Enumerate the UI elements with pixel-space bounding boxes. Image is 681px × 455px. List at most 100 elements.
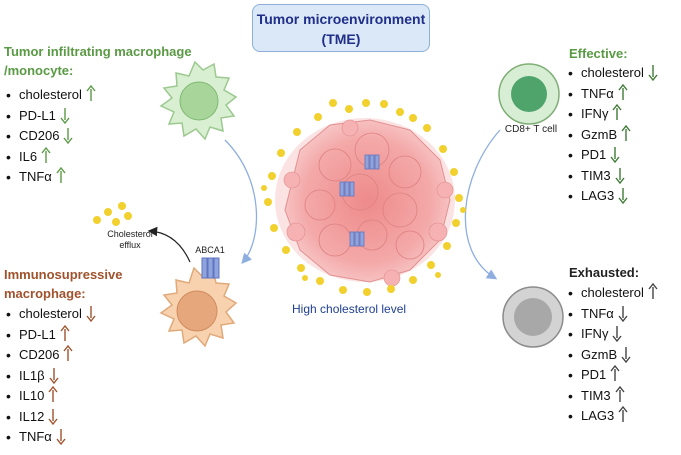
up-arrow-icon xyxy=(615,385,625,402)
marker-item: LAG3 xyxy=(568,186,658,207)
tam-title-line-2: /monocyte: xyxy=(4,63,74,78)
marker-item: PD1 xyxy=(568,145,658,166)
marker-label: GzmB xyxy=(581,346,618,362)
marker-item: cholesterol xyxy=(568,63,658,84)
exhausted-marker-list: cholesterolTNFαIFNγGzmB PD1TIM3LAG3 xyxy=(568,283,658,427)
marker-label: CD206 xyxy=(19,128,60,143)
marker-label: PD-L1 xyxy=(19,107,56,123)
exhausted-title: Exhausted: xyxy=(569,265,640,280)
down-arrow-icon xyxy=(610,147,620,163)
marker-item: TIM3 xyxy=(568,385,658,407)
marker-label: IL6 xyxy=(19,148,38,164)
efflux-cholesterol-dots xyxy=(93,202,132,226)
marker-item: cholesterol xyxy=(6,304,96,325)
down-arrow-icon xyxy=(621,346,631,363)
immuno-title: Immunosupressive macrophage: xyxy=(4,265,123,303)
down-arrow-icon xyxy=(60,107,70,124)
up-arrow-icon xyxy=(60,324,70,341)
marker-label: IL12 xyxy=(19,408,45,424)
marker-label: cholesterol xyxy=(581,285,644,300)
marker-label: cholesterol xyxy=(19,306,82,321)
down-arrow-icon xyxy=(618,305,628,322)
marker-label: IL1β xyxy=(19,367,45,383)
marker-label: PD1 xyxy=(581,147,607,162)
up-arrow-icon xyxy=(618,406,628,422)
efflux-label-line-2: efflux xyxy=(119,240,141,250)
up-arrow-icon xyxy=(56,167,66,183)
green-macrophage-icon xyxy=(159,60,238,141)
marker-label: cholesterol xyxy=(581,65,644,80)
immuno-title-line-2: macrophage: xyxy=(4,286,86,301)
down-arrow-icon xyxy=(48,408,58,425)
marker-label: IFNγ xyxy=(581,106,609,121)
title-line-2: (TME) xyxy=(321,31,361,47)
efflux-label-line-1: Cholesterol xyxy=(107,229,153,239)
cd8-tcell-effective-icon xyxy=(498,63,560,125)
marker-label: PD1 xyxy=(581,367,607,382)
up-arrow-icon xyxy=(48,386,58,402)
marker-item: PD-L1 xyxy=(6,324,96,346)
marker-label: IL10 xyxy=(19,388,45,403)
marker-item: TIM3 xyxy=(568,166,658,187)
marker-item: cholesterol xyxy=(6,85,96,106)
up-arrow-icon xyxy=(621,124,631,141)
up-arrow-icon xyxy=(648,283,658,299)
cd8-tcell-label: CD8+ T cell xyxy=(504,124,558,135)
marker-item: CD206 xyxy=(6,126,96,147)
down-arrow-icon xyxy=(648,65,658,81)
tcell-transition-arrow xyxy=(464,129,501,280)
marker-label: TNFα xyxy=(581,305,614,321)
up-arrow-icon xyxy=(63,345,74,361)
marker-item: GzmB xyxy=(568,124,658,146)
marker-item: CD206 xyxy=(6,345,96,366)
marker-item: IL10 xyxy=(6,386,96,407)
effective-marker-list: cholesterolTNFαIFNγGzmB PD1TIM3LAG3 xyxy=(568,63,658,207)
down-arrow-icon xyxy=(615,167,625,184)
marker-item: GzmB xyxy=(568,345,658,366)
marker-label: TIM3 xyxy=(581,387,611,403)
immuno-title-line-1: Immunosupressive xyxy=(4,267,123,282)
cholesterol-dots xyxy=(261,99,466,296)
marker-label: LAG3 xyxy=(581,188,615,203)
down-arrow-icon xyxy=(56,429,66,445)
marker-label: PD-L1 xyxy=(19,326,56,342)
marker-item: IL6 xyxy=(6,146,96,168)
down-arrow-icon xyxy=(49,367,59,384)
down-arrow-icon xyxy=(612,326,622,342)
tam-title-line-1: Tumor infiltrating macrophage xyxy=(4,44,192,59)
down-arrow-icon xyxy=(618,188,628,204)
abca1-label: ABCA1 xyxy=(195,245,225,255)
marker-label: GzmB xyxy=(581,126,618,142)
down-arrow-icon xyxy=(63,128,74,144)
marker-item: cholesterol xyxy=(568,283,658,304)
up-arrow-icon xyxy=(610,365,620,381)
marker-item: TNFα xyxy=(6,167,96,188)
marker-item: PD-L1 xyxy=(6,106,96,127)
marker-label: TNFα xyxy=(19,429,52,444)
title-line-1: Tumor microenvironment xyxy=(256,11,426,27)
immuno-marker-list: cholesterolPD-L1CD206IL1βIL10IL12TNFα xyxy=(6,304,96,448)
marker-label: cholesterol xyxy=(19,87,82,102)
up-arrow-icon xyxy=(618,83,628,100)
down-arrow-icon xyxy=(86,306,96,322)
marker-item: PD1 xyxy=(568,365,658,386)
tumor-mass-icon xyxy=(275,118,455,287)
marker-item: LAG3 xyxy=(568,406,658,427)
tam-title: Tumor infiltrating macrophage /monocyte: xyxy=(4,42,192,80)
marker-label: TNFα xyxy=(581,85,614,101)
up-arrow-icon xyxy=(41,146,51,163)
marker-item: IL12 xyxy=(6,407,96,428)
marker-label: IFNγ xyxy=(581,326,609,341)
marker-label: CD206 xyxy=(19,347,60,362)
marker-item: IL1β xyxy=(6,366,96,387)
up-arrow-icon xyxy=(86,85,96,101)
marker-label: TNFα xyxy=(19,169,52,184)
orange-macrophage-icon xyxy=(159,266,238,348)
marker-label: TIM3 xyxy=(581,167,611,183)
up-arrow-icon xyxy=(612,104,622,120)
marker-item: IFNγ xyxy=(568,324,658,345)
marker-item: TNFα xyxy=(568,83,658,105)
macrophage-transition-arrow xyxy=(224,139,258,264)
effective-title: Effective: xyxy=(569,46,628,61)
